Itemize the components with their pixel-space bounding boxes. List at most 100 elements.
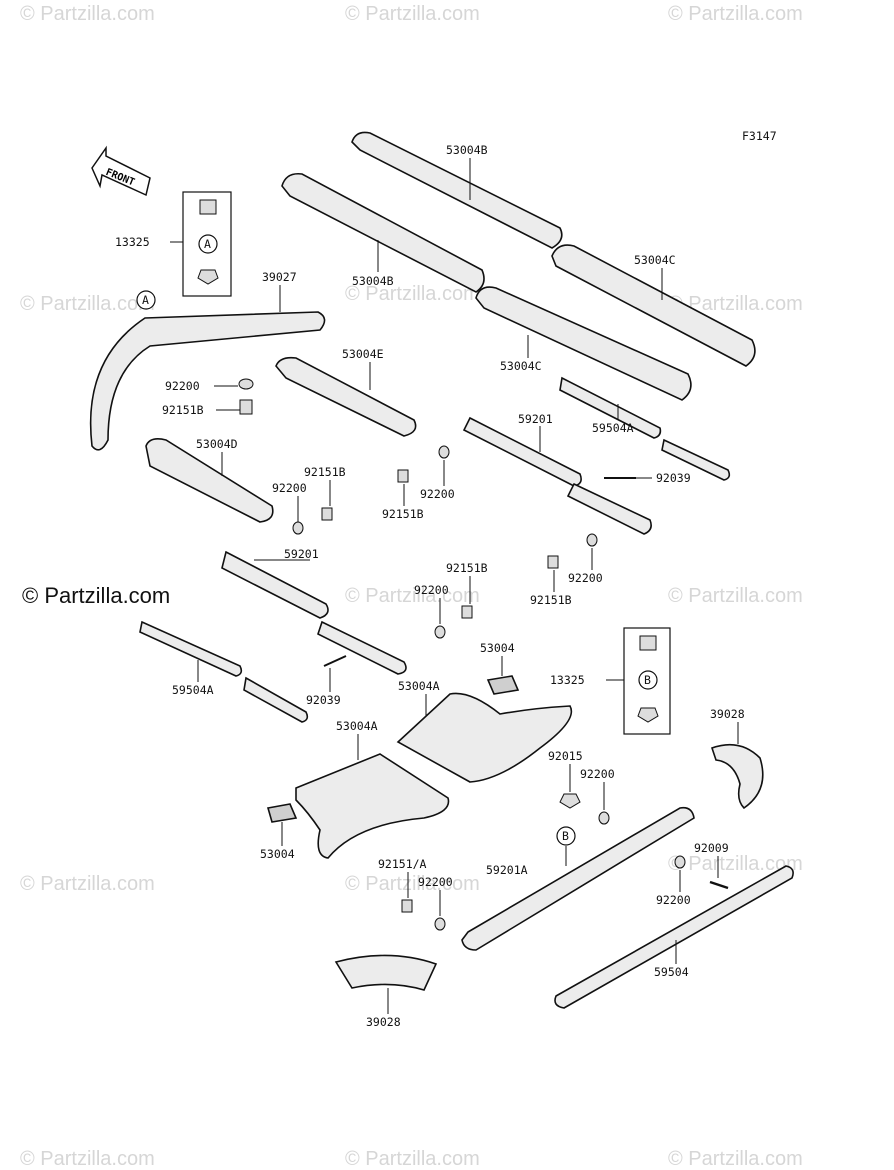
part-label-59504: 59504 (654, 965, 689, 979)
callout-circle-b (556, 826, 576, 846)
part-label-59201: 59201 (284, 547, 319, 561)
mat-53004B-top (351, 131, 563, 249)
bolt-icon (397, 469, 409, 483)
callout-circle-a (198, 234, 218, 254)
mat-53004E (275, 356, 417, 437)
trim-59504A-right-front (559, 376, 662, 439)
trim-59504A-right-rear (661, 438, 731, 481)
part-label-53004C: 53004C (500, 359, 542, 373)
watermark: © Partzilla.com (345, 3, 480, 25)
washer-icon (292, 521, 304, 535)
watermark: © Partzilla.com (20, 1148, 155, 1170)
part-label-53004B: 53004B (352, 274, 394, 288)
part-label-53004E: 53004E (342, 347, 384, 361)
watermark: © Partzilla.com (345, 873, 480, 895)
screw-icon (709, 880, 729, 890)
part-label-53004A: 53004A (336, 719, 378, 733)
kit-frame-b (623, 627, 671, 735)
bolt-icon (547, 555, 559, 569)
rail-59201-left-front (221, 550, 329, 619)
bolt-icon (321, 507, 333, 521)
part-label-53004B: 53004B (446, 143, 488, 157)
rail-59201-right-front (462, 416, 582, 487)
bolt-icon (639, 635, 657, 651)
bolt-icon (461, 605, 473, 619)
watermark: © Partzilla.com (668, 585, 803, 607)
watermark: © Partzilla.com (345, 1148, 480, 1170)
bumper-39028-left (334, 954, 438, 991)
part-label-92200: 92200 (414, 583, 449, 597)
part-label-59201: 59201 (518, 412, 553, 426)
watermark: © Partzilla.com (345, 283, 480, 305)
watermark: © Partzilla.com (668, 1148, 803, 1170)
part-label-92200: 92200 (418, 875, 453, 889)
trim-59504 (554, 865, 794, 1009)
callout-a: A (142, 293, 149, 307)
part-label-53004D: 53004D (196, 437, 238, 451)
watermark: © Partzilla.com (20, 293, 155, 315)
part-label-92200: 92200 (580, 767, 615, 781)
part-label-92151B: 92151B (446, 561, 488, 575)
bumper-39028-right (710, 743, 764, 810)
callout-b: B (562, 829, 569, 843)
mat-53004D (145, 438, 274, 523)
bolt-icon (239, 399, 253, 415)
washer-icon (438, 445, 450, 459)
part-label-59201A: 59201A (486, 863, 528, 877)
mat-53004B-lower (281, 172, 485, 293)
part-label-59504A: 59504A (172, 683, 214, 697)
callout-b: B (644, 673, 651, 687)
pad-53004-upper (486, 675, 520, 695)
rail-59201-left-rear (317, 620, 407, 675)
front-arrow-icon: FRONT (91, 145, 151, 197)
washer-icon (434, 917, 446, 931)
rail-59201A (461, 806, 695, 951)
watermark: © Partzilla.com (20, 873, 155, 895)
trim-59504A-left-front (139, 620, 243, 677)
part-label-39027: 39027 (262, 270, 297, 284)
mat-53004A-left (295, 753, 450, 859)
part-label-92200: 92200 (420, 487, 455, 501)
figure-code: F3147 (742, 129, 777, 143)
callout-a: A (204, 237, 211, 251)
part-label-53004C: 53004C (634, 253, 676, 267)
part-label-92009: 92009 (694, 841, 729, 855)
part-label-59504A: 59504A (592, 421, 634, 435)
part-label-92200: 92200 (656, 893, 691, 907)
part-label-92200: 92200 (568, 571, 603, 585)
washer-icon (598, 811, 610, 825)
bolt-icon (199, 199, 217, 215)
part-label-39028: 39028 (366, 1015, 401, 1029)
mat-53004C-top (551, 244, 756, 367)
washer-icon (674, 855, 686, 869)
nut-icon (559, 793, 581, 809)
part-label-92039: 92039 (656, 471, 691, 485)
watermark: © Partzilla.com (345, 585, 480, 607)
watermark: © Partzilla.com (668, 853, 803, 875)
watermark: © Partzilla.com (668, 293, 803, 315)
watermark: © Partzilla.com (668, 3, 803, 25)
callout-circle-a (136, 290, 156, 310)
part-label-53004A: 53004A (398, 679, 440, 693)
mat-53004A-right (396, 692, 573, 783)
washer-icon (238, 378, 254, 390)
copyright-text: © Partzilla.com (22, 583, 170, 608)
washer-icon (586, 533, 598, 547)
part-label-92015: 92015 (548, 749, 583, 763)
part-label-39028: 39028 (710, 707, 745, 721)
part-label-53004: 53004 (480, 641, 515, 655)
watermark-layer: © Partzilla.com © Partzilla.com © Partzi… (20, 3, 803, 1170)
watermark: © Partzilla.com (20, 3, 155, 25)
part-label-13325: 13325 (550, 673, 585, 687)
trim-59504A-left-rear (243, 676, 309, 723)
nut-icon (637, 707, 659, 723)
callout-circle-b (638, 670, 658, 690)
mat-53004C-lower (475, 286, 692, 401)
nut-icon (197, 269, 219, 285)
part-label-92151B: 92151B (530, 593, 572, 607)
part-label-92200: 92200 (165, 379, 200, 393)
kit-frame-a (182, 191, 232, 297)
pad-53004-lower (266, 803, 298, 823)
part-label-92151B: 92151B (162, 403, 204, 417)
